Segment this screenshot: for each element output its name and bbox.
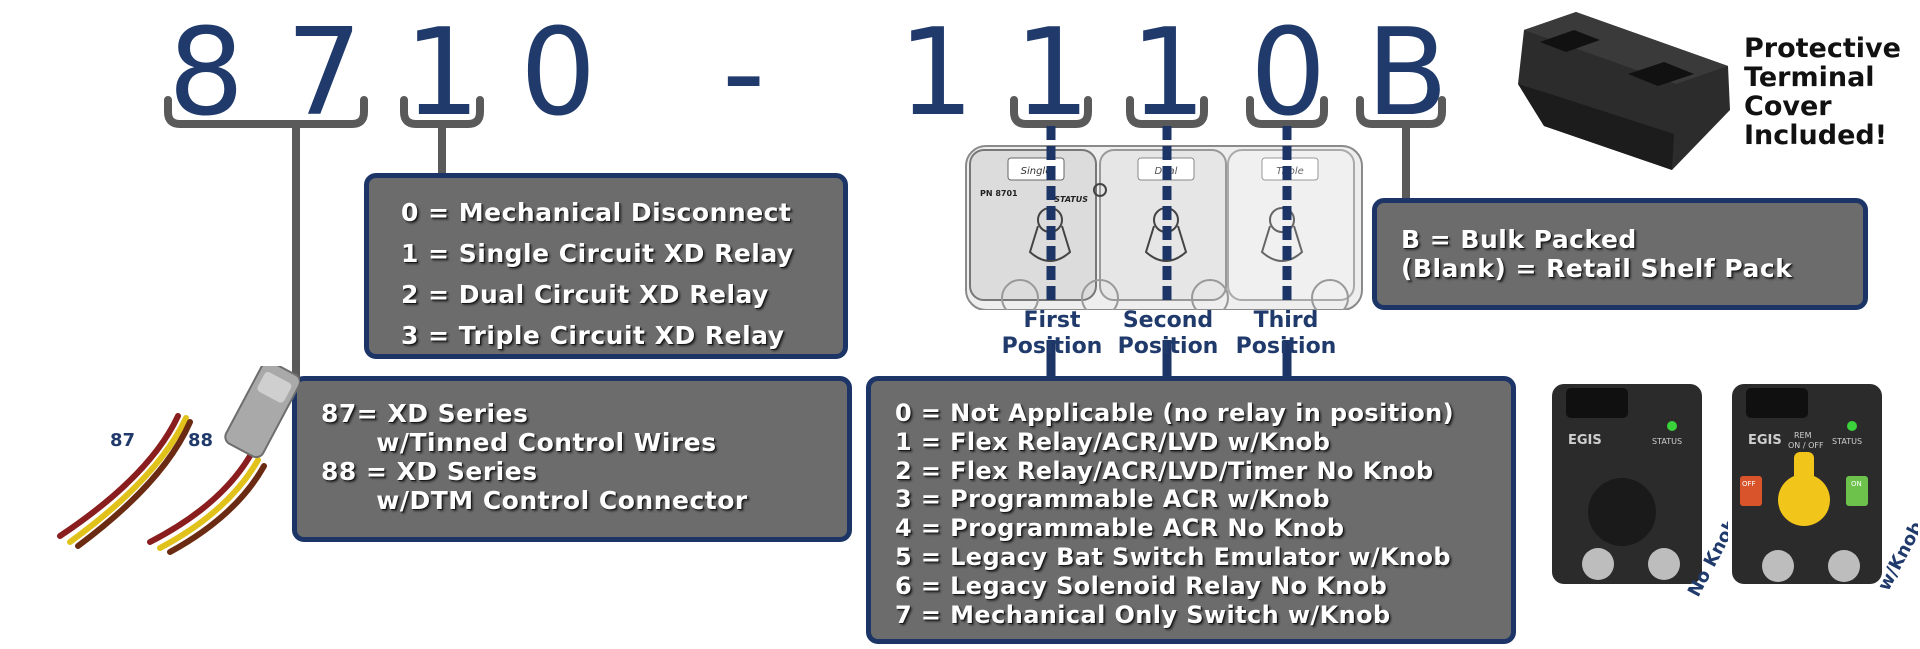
wire-harness-image: 87 88 bbox=[57, 366, 300, 555]
digit-3: 1 bbox=[404, 4, 481, 143]
device-no-knob-image: EGIS STATUS No Knob bbox=[1552, 384, 1728, 600]
position-option: 4 = Programmable ACR No Knob bbox=[895, 514, 1345, 543]
label-single: Single bbox=[1021, 166, 1052, 177]
bracket-pos3 bbox=[1246, 96, 1328, 128]
label-status: STATUS bbox=[1054, 195, 1088, 204]
status-label: STATUS bbox=[1652, 437, 1682, 446]
option-line: 0 = Mechanical Disconnect bbox=[401, 198, 792, 227]
series-line: 87= XD Series bbox=[321, 399, 529, 428]
wire-label-88: 88 bbox=[188, 430, 213, 451]
on-off-label: ON / OFF bbox=[1788, 441, 1824, 450]
label-pn: PN 8701 bbox=[980, 189, 1018, 198]
pack-line: B = Bulk Packed bbox=[1401, 225, 1637, 254]
off-label: OFF bbox=[1742, 480, 1756, 488]
packaging-options-box: B = Bulk Packed (Blank) = Retail Shelf P… bbox=[1372, 198, 1868, 310]
digit-7: 1 bbox=[1130, 4, 1207, 143]
brand-label: EGIS bbox=[1748, 433, 1782, 448]
option-line: 3 = Triple Circuit XD Relay bbox=[401, 321, 785, 350]
option-line: 1 = Single Circuit XD Relay bbox=[401, 239, 794, 268]
position-option: 1 = Flex Relay/ACR/LVD w/Knob bbox=[895, 427, 1331, 456]
device-with-knob-image: EGIS STATUS REM ON / OFF OFF ON w/Knob bbox=[1732, 384, 1918, 594]
position-option: 2 = Flex Relay/ACR/LVD/Timer No Knob bbox=[895, 456, 1434, 485]
wire-label-87: 87 bbox=[110, 430, 135, 451]
digit-2: 7 bbox=[286, 4, 363, 143]
disconnect-options-box: 0 = Mechanical Disconnect 1 = Single Cir… bbox=[364, 173, 848, 359]
series-line: 88 = XD Series bbox=[321, 457, 538, 486]
bracket-pos2 bbox=[1126, 96, 1208, 128]
first-position-label: First Position bbox=[1001, 308, 1103, 359]
digit-8: 0 bbox=[1250, 4, 1327, 143]
position-options-box: 0 = Not Applicable (no relay in position… bbox=[866, 376, 1516, 644]
digit-5: 1 bbox=[898, 4, 975, 143]
on-label: ON bbox=[1851, 480, 1862, 488]
digit-9: B bbox=[1366, 4, 1449, 143]
bracket-87 bbox=[164, 96, 368, 128]
status-label: STATUS bbox=[1832, 437, 1862, 446]
digit-dash: - bbox=[722, 4, 766, 143]
position-option: 6 = Legacy Solenoid Relay No Knob bbox=[895, 571, 1388, 600]
series-line: w/DTM Control Connector bbox=[321, 486, 748, 515]
position-option: 5 = Legacy Bat Switch Emulator w/Knob bbox=[895, 542, 1451, 571]
digit-1: 8 bbox=[168, 4, 245, 143]
digit-6: 1 bbox=[1014, 4, 1091, 143]
series-line: w/Tinned Control Wires bbox=[321, 428, 717, 457]
pack-line: (Blank) = Retail Shelf Pack bbox=[1401, 254, 1793, 283]
digit-4: 0 bbox=[520, 4, 597, 143]
position-option: 3 = Programmable ACR w/Knob bbox=[895, 485, 1331, 514]
position-option: 0 = Not Applicable (no relay in position… bbox=[895, 399, 1454, 427]
rem-label: REM bbox=[1794, 431, 1812, 440]
terminal-cover-image bbox=[1518, 12, 1730, 170]
option-line: 2 = Dual Circuit XD Relay bbox=[401, 280, 769, 309]
bracket-b bbox=[1356, 96, 1446, 128]
cover-included-text: Protective Terminal Cover Included! bbox=[1744, 33, 1901, 151]
brand-label: EGIS bbox=[1568, 433, 1602, 448]
second-position-label: Second Position bbox=[1117, 308, 1219, 359]
position-option: 7 = Mechanical Only Switch w/Knob bbox=[895, 600, 1391, 629]
third-position-label: Third Position bbox=[1235, 308, 1337, 359]
bracket-pos1 bbox=[1010, 96, 1092, 128]
series-options-box: 87= XD Series w/Tinned Control Wires 88 … bbox=[292, 376, 852, 542]
